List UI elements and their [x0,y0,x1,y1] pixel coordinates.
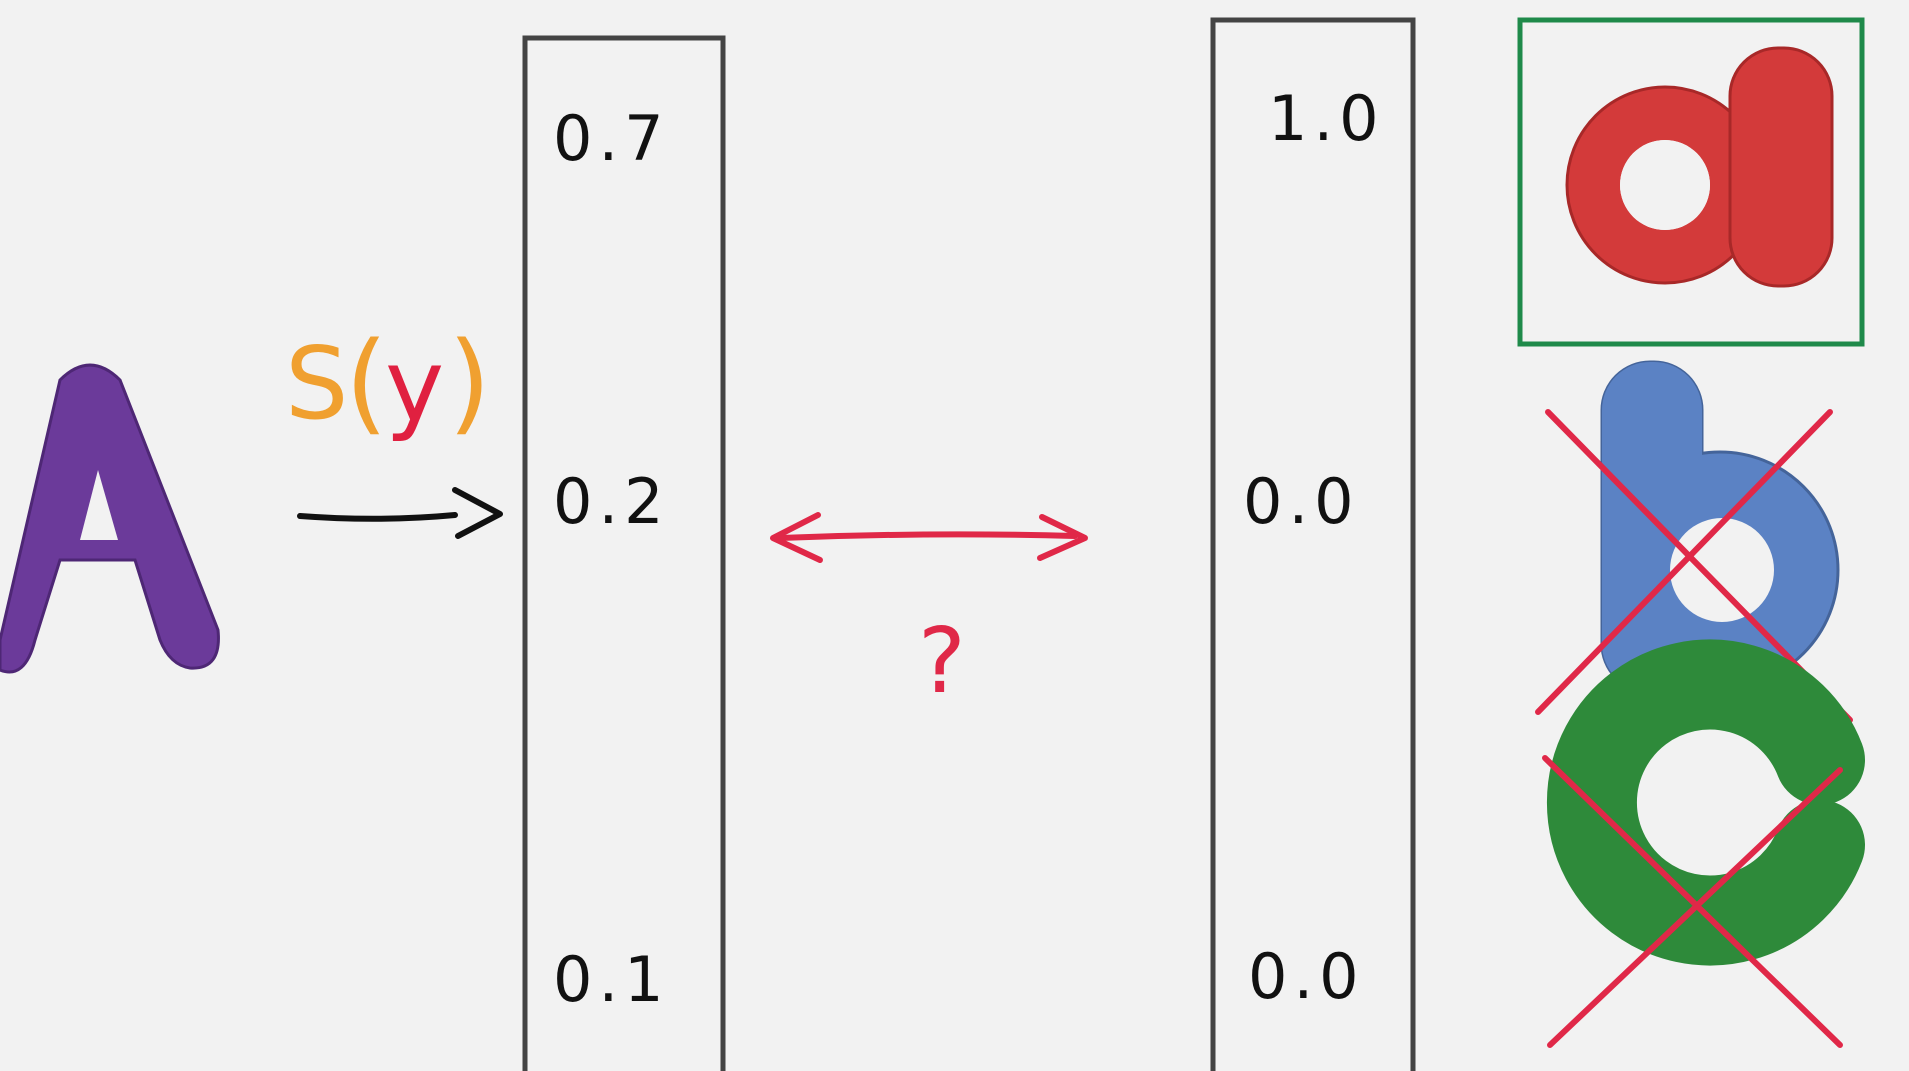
class-a [1517,17,1865,347]
function-s: S [285,325,348,442]
score-value-1: 0.7 [553,102,670,175]
question-mark: ? [918,609,966,714]
function-open-paren: ( [345,318,388,446]
class-b [1535,360,1853,723]
selected-class-box [1517,17,1865,347]
scores-column-box [522,35,726,1071]
target-value-1: 1.0 [1268,82,1385,155]
score-value-2: 0.2 [553,465,670,538]
compare-double-arrow [770,512,1088,563]
target-value-2: 0.0 [1243,465,1360,538]
black-arrow [297,487,503,539]
cross-c-line-2 [1547,767,1843,1048]
class-c [1542,639,1865,1048]
input-letter-a: A [0,363,220,674]
cross-c-line-1 [1542,755,1843,1048]
score-value-3: 0.1 [553,943,670,1016]
function-close-paren: ) [448,318,491,446]
cross-b-line-2 [1535,409,1833,715]
target-value-3: 0.0 [1248,940,1365,1013]
target-column-box [1210,17,1416,1071]
function-y: y [385,327,444,444]
function-label: S ( y ) [285,318,491,446]
